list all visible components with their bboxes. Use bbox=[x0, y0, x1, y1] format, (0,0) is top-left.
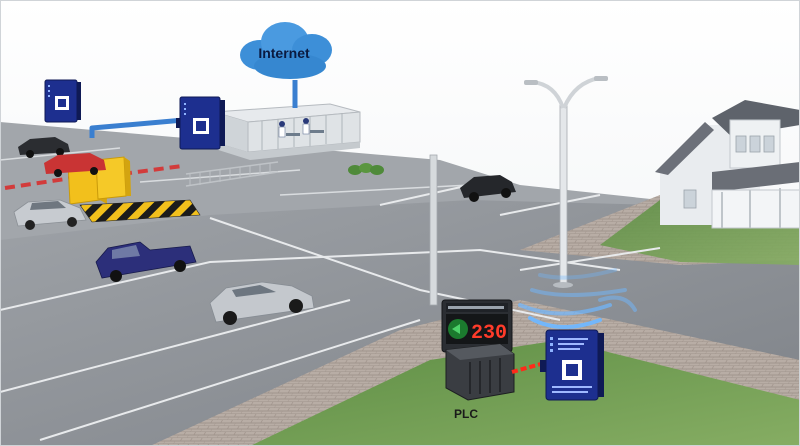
plc-label: PLC bbox=[454, 407, 478, 421]
fence-railing bbox=[185, 161, 279, 187]
barrier-arm bbox=[4, 164, 183, 190]
lane-markings bbox=[0, 184, 661, 441]
car-icon bbox=[209, 281, 315, 325]
car-icon bbox=[13, 199, 87, 230]
car-icon bbox=[460, 175, 516, 202]
hazard-strip bbox=[79, 199, 201, 223]
wireless-signal-icon bbox=[518, 268, 637, 330]
street-lamp-icon bbox=[524, 76, 608, 288]
network-cables bbox=[89, 80, 298, 138]
cloud-icon bbox=[240, 22, 332, 79]
car-icon bbox=[95, 241, 197, 282]
server-device-icon bbox=[540, 329, 604, 401]
grass-bottom bbox=[250, 340, 800, 446]
signal-pole bbox=[429, 154, 438, 306]
bushes bbox=[348, 163, 384, 175]
server-device-icon bbox=[176, 96, 225, 150]
parking-sign-value: 230 bbox=[471, 322, 507, 345]
plc-icon bbox=[445, 343, 515, 401]
server-device-icon bbox=[44, 79, 81, 123]
parking-sign-icon bbox=[441, 299, 513, 353]
car-icon bbox=[44, 153, 106, 177]
house-icon bbox=[655, 100, 800, 229]
internet-label: Internet bbox=[258, 45, 310, 61]
car-icon bbox=[18, 137, 70, 158]
